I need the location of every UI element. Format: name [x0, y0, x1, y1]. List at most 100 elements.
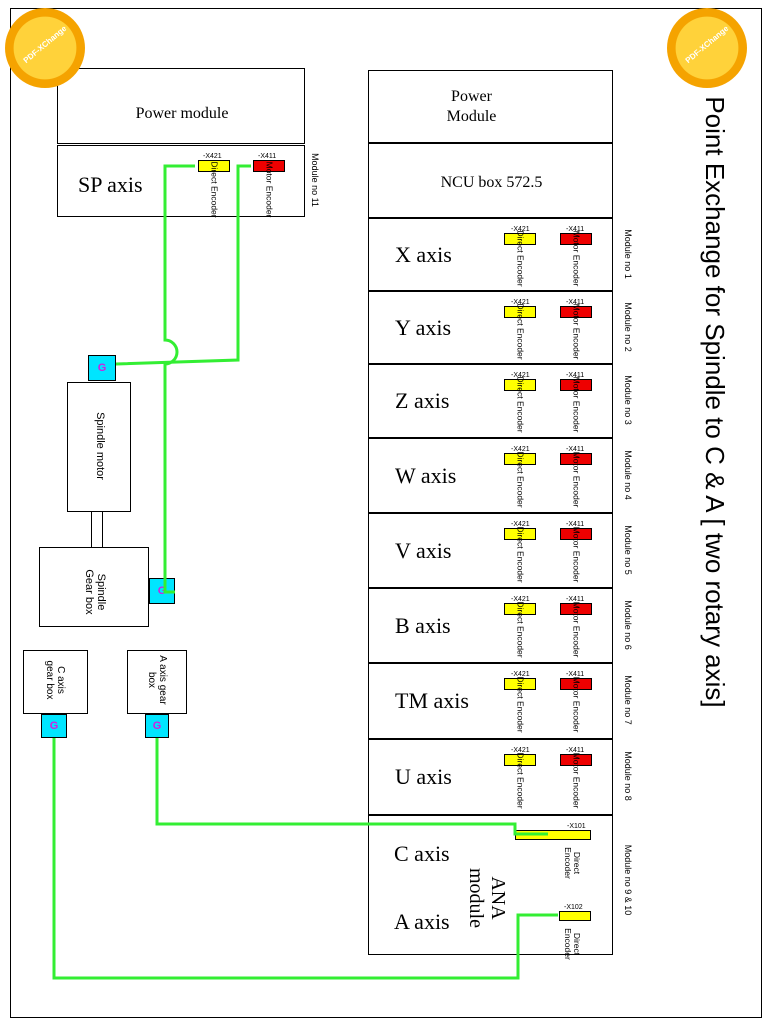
module-no-4: Module no 5 [623, 524, 633, 575]
motor-connector[interactable] [560, 453, 592, 465]
pdf-badge-left: PDF-XChange [5, 8, 85, 88]
motor-label: Motor Encoder [571, 752, 582, 809]
right-power-module: Power Module [368, 70, 613, 143]
motor-connector[interactable] [560, 754, 592, 766]
motor-label: Motor Encoder [571, 526, 582, 582]
motor-label: Motor Encoder [571, 676, 582, 733]
module-no-5: Module no 6 [623, 599, 633, 650]
motor-code: -X411 [566, 596, 585, 603]
module-no-3: Module no 4 [623, 449, 633, 500]
motor-label: Motor Encoder [571, 303, 582, 359]
direct-label: Direct Encoder [515, 376, 526, 433]
direct-connector[interactable] [504, 603, 536, 615]
right-power-module-label: Power Module [446, 88, 497, 125]
axis-label: Y axis [395, 314, 452, 340]
ana-module-no: Module no 9 & 10 [623, 844, 633, 916]
direct-label: Direct Encoder [515, 525, 526, 583]
sp-motor-label: Motor Encoder [264, 161, 275, 218]
g-tag-spindle-motor[interactable]: G [88, 355, 116, 381]
ana-x101-code: -X101 [567, 823, 586, 830]
ana-c-axis-label: C axis [394, 841, 450, 866]
motor-label: Motor Encoder [571, 376, 582, 433]
motor-code: -X411 [566, 446, 585, 453]
direct-code: -X421 [511, 299, 530, 306]
axis-label: B axis [395, 612, 451, 638]
module-no-2: Module no 3 [623, 375, 633, 425]
sp-axis-module: SP axis -X421 -X411 Direct Encoder Motor… [57, 145, 305, 218]
direct-code: -X421 [511, 372, 530, 379]
motor-connector[interactable] [560, 306, 592, 318]
sp-motor-connector[interactable] [253, 160, 285, 172]
sp-direct-label: Direct Encoder [209, 161, 220, 218]
motor-connector[interactable] [560, 379, 592, 391]
motor-connector[interactable] [560, 678, 592, 690]
motor-shaft [91, 512, 103, 548]
ana-module-label: ANA module [465, 868, 509, 928]
direct-connector[interactable] [504, 678, 536, 690]
sp-axis-label: SP axis [78, 172, 143, 197]
motor-code: -X411 [566, 372, 585, 379]
ana-a-axis-label: A axis [394, 909, 450, 934]
g-tag-spindle-gearbox[interactable]: G [149, 578, 175, 604]
spindle-motor: Spindle motor [67, 382, 131, 512]
direct-label: Direct Encoder [515, 676, 526, 733]
direct-connector[interactable] [504, 379, 536, 391]
ana-x102-label: Direct Encoder [563, 928, 582, 960]
direct-code: -X421 [511, 596, 530, 603]
axis-label: X axis [395, 241, 452, 267]
motor-code: -X411 [566, 671, 585, 678]
ncu-box: NCU box 572.5 [368, 143, 613, 218]
page-frame [10, 8, 762, 1018]
ncu-label: NCU box 572.5 [440, 174, 543, 191]
c-axis-gearbox: C axis gear box [23, 650, 88, 714]
axis-label: U axis [395, 764, 452, 789]
direct-code: -X421 [511, 446, 530, 453]
motor-code: -X411 [566, 521, 585, 528]
c-axis-gearbox-label: C axis gear box [44, 660, 66, 700]
module-no-1: Module no 2 [623, 301, 633, 352]
direct-connector[interactable] [504, 528, 536, 540]
ana-x102-connector[interactable] [559, 911, 591, 921]
g-tag-a-axis[interactable]: G [145, 714, 169, 738]
g-tag-c-axis[interactable]: G [41, 714, 67, 738]
direct-code: -X421 [511, 521, 530, 528]
motor-connector[interactable] [560, 528, 592, 540]
ana-x101-label: Direct Encoder [563, 847, 582, 879]
motor-connector[interactable] [560, 603, 592, 615]
left-power-module: Power module [57, 68, 305, 144]
a-axis-gearbox-label: A axis gear box [146, 655, 168, 705]
spindle-gearbox-label: Spindle Gear box [83, 569, 107, 615]
module-no-0: Module no 1 [623, 228, 633, 279]
direct-label: Direct Encoder [515, 302, 526, 360]
axis-label: W axis [395, 462, 457, 488]
direct-label: Direct Encoder [515, 752, 526, 809]
ana-x102-code: -X102 [564, 904, 583, 911]
motor-label: Motor Encoder [571, 451, 582, 507]
motor-code: -X411 [566, 226, 585, 233]
spindle-motor-label: Spindle motor [94, 412, 106, 480]
pdf-badge-left-text: PDF-XChange [21, 23, 69, 66]
module-no-7: Module no 8 [623, 751, 633, 801]
direct-label: Direct Encoder [515, 229, 526, 287]
motor-connector[interactable] [560, 233, 592, 245]
axis-label: TM axis [395, 688, 469, 713]
left-power-module-label: Power module [135, 105, 229, 122]
sp-direct-code: -X421 [203, 153, 222, 160]
direct-connector[interactable] [504, 233, 536, 245]
direct-connector[interactable] [504, 306, 536, 318]
axis-label: Z axis [395, 388, 450, 413]
direct-connector[interactable] [504, 453, 536, 465]
sp-module-no: Module no 11 [310, 153, 320, 207]
direct-code: -X421 [511, 226, 530, 233]
direct-label: Direct Encoder [515, 450, 526, 508]
ana-module: C axis A axis ANA module -X101 Direct En… [368, 815, 613, 960]
direct-code: -X421 [511, 671, 530, 678]
axis-label: V axis [395, 537, 452, 563]
motor-label: Motor Encoder [571, 601, 582, 657]
motor-code: -X411 [566, 747, 585, 754]
